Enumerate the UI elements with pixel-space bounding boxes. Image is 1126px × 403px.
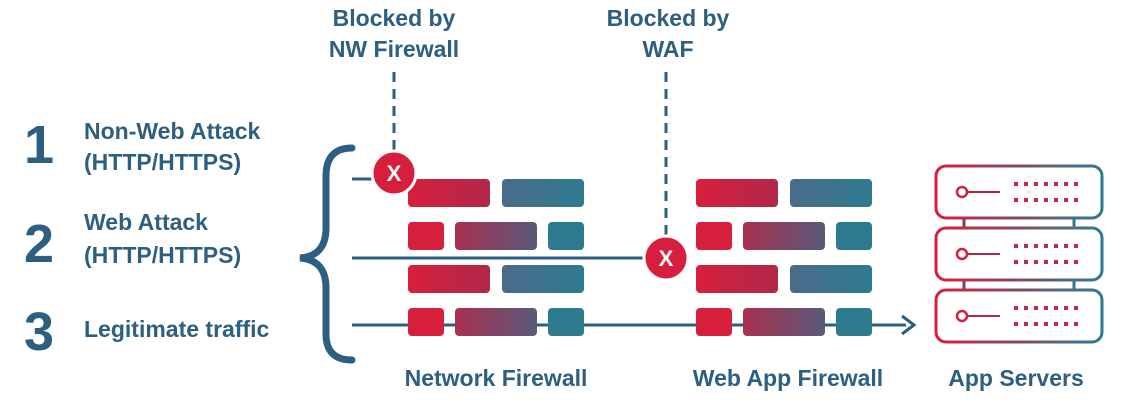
traffic-label-2-line2: (HTTP/HTTPS): [84, 242, 241, 268]
blocked-waf-line2: WAF: [642, 36, 693, 62]
brick: [548, 308, 584, 336]
arrow-head-icon: [901, 314, 917, 336]
brick: [743, 308, 825, 336]
traffic-item-1: 1 Non-Web Attack (HTTP/HTTPS): [24, 115, 261, 175]
blocked-waf-line1: Blocked by: [607, 5, 730, 31]
traffic-label-1-line2: (HTTP/HTTPS): [84, 149, 241, 175]
traffic-item-3: 3 Legitimate traffic: [24, 302, 270, 362]
server-unit: [934, 226, 1104, 282]
network-firewall-wall: [408, 179, 584, 336]
brick: [502, 265, 584, 293]
server-unit: [934, 288, 1104, 344]
traffic-number-3: 3: [24, 302, 54, 362]
traffic-item-2: 2 Web Attack (HTTP/HTTPS): [24, 209, 241, 274]
blocked-by-waf-label: Blocked by WAF: [607, 5, 730, 62]
brick: [743, 222, 825, 250]
brick: [696, 265, 778, 293]
blocked-nw-line1: Blocked by: [333, 5, 456, 31]
brick: [548, 222, 584, 250]
network-firewall-label: Network Firewall: [405, 365, 588, 391]
brick: [836, 308, 872, 336]
traffic-number-1: 1: [24, 115, 54, 175]
brick: [696, 179, 778, 207]
app-servers-label: App Servers: [948, 365, 1084, 391]
brick: [408, 222, 444, 250]
brick: [408, 308, 444, 336]
brick: [696, 222, 732, 250]
brick: [790, 179, 872, 207]
brick: [455, 308, 537, 336]
web-app-firewall-wall: [696, 179, 872, 336]
web-app-firewall-label: Web App Firewall: [693, 365, 883, 391]
waf-block-icon: X: [642, 234, 690, 282]
brick: [696, 308, 732, 336]
traffic-label-1-line1: Non-Web Attack: [84, 118, 261, 144]
brick: [836, 222, 872, 250]
traffic-label-2-line1: Web Attack: [84, 209, 208, 235]
app-servers-icon: [934, 164, 1104, 344]
server-unit: [934, 164, 1104, 220]
waf-block-mark: X: [659, 246, 674, 271]
blocked-by-nw-firewall-label: Blocked by NW Firewall: [329, 5, 459, 62]
brick: [455, 222, 537, 250]
blocked-nw-line2: NW Firewall: [329, 36, 459, 62]
grouping-brace: [299, 144, 356, 364]
brick: [408, 179, 490, 207]
nw-block-mark: X: [387, 161, 402, 186]
nw-block-icon: X: [370, 149, 418, 197]
brick: [408, 265, 490, 293]
brick: [502, 179, 584, 207]
brick: [790, 265, 872, 293]
traffic-label-3-line1: Legitimate traffic: [84, 316, 270, 342]
traffic-number-2: 2: [24, 214, 54, 274]
